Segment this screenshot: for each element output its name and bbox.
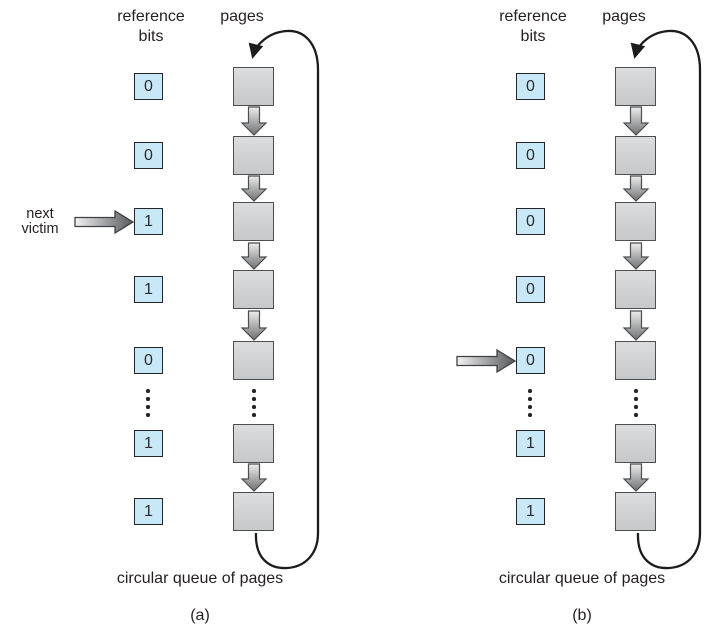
page-box-4 (615, 341, 656, 380)
diagram-b: reference bits pages 0 0 0 0 0 1 1 circu… (382, 0, 711, 641)
reference-bits-header-line2: bits (520, 28, 546, 45)
circular-queue-loop-arrow (248, 29, 320, 570)
reference-bit-4: 0 (516, 347, 545, 374)
page-box-6 (615, 492, 656, 531)
reference-bit-6: 1 (516, 498, 545, 525)
reference-bit-5: 1 (516, 430, 545, 457)
page-box-4 (233, 341, 274, 380)
page-link-arrow (622, 242, 650, 270)
reference-bit-0: 0 (134, 73, 163, 100)
bits-ellipsis-icon (528, 389, 532, 421)
reference-bit-0: 0 (516, 73, 545, 100)
pages-ellipsis-icon (252, 389, 256, 421)
page-box-1 (615, 136, 656, 175)
page-box-3 (615, 270, 656, 309)
page-box-5 (615, 424, 656, 463)
reference-bit-3: 0 (516, 276, 545, 303)
reference-bit-2: 1 (134, 208, 163, 235)
reference-bit-3: 1 (134, 276, 163, 303)
page-box-0 (615, 67, 656, 106)
reference-bit-1: 0 (516, 142, 545, 169)
page-box-2 (233, 202, 274, 241)
page-box-2 (615, 202, 656, 241)
pages-header: pages (220, 8, 264, 25)
next-victim-label: next victim (5, 207, 75, 237)
page-link-arrow (622, 106, 650, 136)
page-box-5 (233, 424, 274, 463)
reference-bits-header: reference bits (478, 7, 588, 47)
page-box-0 (233, 67, 274, 106)
reference-bit-5: 1 (134, 430, 163, 457)
reference-bits-header-line1: reference (499, 8, 567, 25)
page-link-arrow (622, 463, 650, 492)
page-link-arrow (240, 175, 268, 202)
page-link-arrow (240, 463, 268, 492)
next-victim-arrow (74, 209, 135, 235)
pages-header: pages (602, 8, 646, 25)
diagram-b-sublabel: (b) (572, 607, 592, 624)
next-victim-label-line1: next (26, 206, 54, 222)
reference-bits-header-line2: bits (138, 28, 164, 45)
diagram-a: reference bits pages next victim 0 0 1 1… (0, 0, 330, 641)
reference-bits-header-line1: reference (117, 8, 185, 25)
reference-bit-4: 0 (134, 347, 163, 374)
reference-bit-6: 1 (134, 498, 163, 525)
page-link-arrow (240, 242, 268, 270)
bits-ellipsis-icon (146, 389, 150, 421)
page-box-3 (233, 270, 274, 309)
pages-ellipsis-icon (634, 389, 638, 421)
page-box-1 (233, 136, 274, 175)
reference-bit-1: 0 (134, 142, 163, 169)
diagram-a-lines (74, 29, 320, 570)
page-link-arrow (240, 106, 268, 136)
next-victim-label-line2: victim (21, 221, 59, 237)
diagram-a-caption: circular queue of pages (116, 570, 284, 587)
circular-queue-loop-arrow (630, 29, 702, 570)
pointer-arrow (456, 348, 517, 374)
page-box-6 (233, 492, 274, 531)
reference-bit-2: 0 (516, 208, 545, 235)
reference-bits-header: reference bits (96, 7, 206, 47)
page-link-arrow (622, 175, 650, 202)
diagram-b-lines (456, 29, 702, 570)
page-link-arrow (622, 310, 650, 341)
diagram-b-caption: circular queue of pages (498, 570, 666, 587)
page-link-arrow (240, 310, 268, 341)
diagram-a-sublabel: (a) (190, 607, 210, 624)
